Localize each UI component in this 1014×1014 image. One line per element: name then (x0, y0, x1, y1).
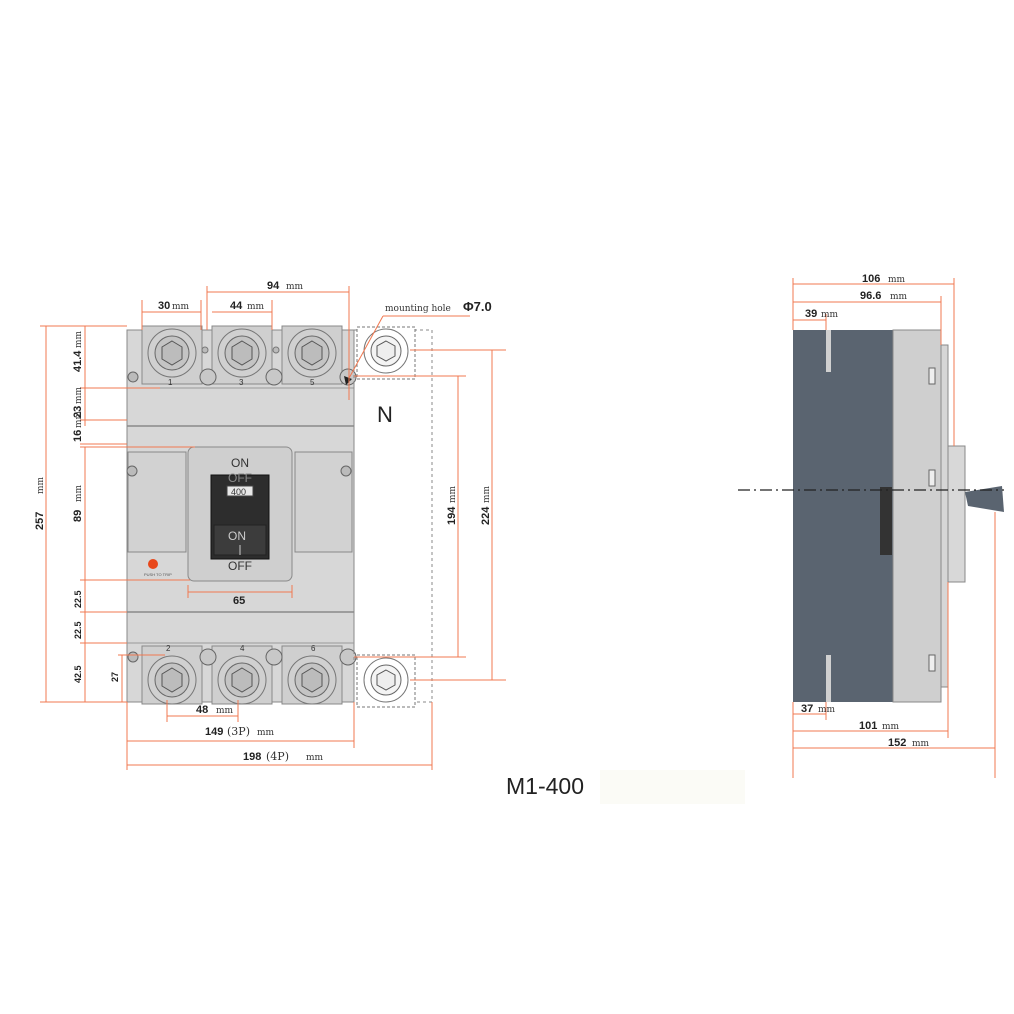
model-label: M1-400 (506, 773, 584, 799)
handle-off-label: OFF (228, 559, 252, 573)
terminal-3 (217, 328, 267, 378)
neutral-label: N (377, 402, 393, 427)
dim-44-unit: mm (247, 302, 265, 312)
push-to-trip-label: PUSH TO TRIP (144, 572, 172, 577)
side-view: 106 mm 96.6 mm 39 mm 37 mm 101 mm 152 mm (738, 273, 1004, 778)
terminal-label-1: 1 (168, 378, 173, 387)
dim-96-6-unit: mm (890, 292, 908, 302)
terminal-label-5: 5 (310, 378, 315, 387)
dim-194-unit: mm (448, 485, 458, 503)
terminal-label-2: 2 (166, 644, 171, 653)
dim-106: 106 (862, 273, 880, 285)
dim-22-5-b: 22.5 (73, 621, 83, 639)
dim-101: 101 (859, 720, 877, 732)
dim-152: 152 (888, 737, 906, 749)
dim-30: 30 (158, 300, 170, 312)
dim-44: 44 (230, 300, 243, 312)
dim-16: 16 (72, 430, 84, 442)
dim-149-unit: mm (257, 728, 275, 738)
dim-22-5-a: 22.5 (73, 590, 83, 608)
handle-on-top-label: ON (231, 456, 249, 470)
dim-257-unit: mm (36, 476, 46, 494)
side-body-dark (793, 330, 893, 702)
dim-48-unit: mm (216, 706, 234, 716)
dim-257: 257 (34, 512, 46, 530)
dim-96-6: 96.6 (860, 290, 881, 302)
dim-149: 149 (205, 726, 223, 738)
dim-23-unit: mm (74, 386, 84, 404)
dim-65: 65 (233, 595, 245, 607)
dim-149-note: (3P) (227, 725, 250, 738)
front-dimensions: 94 mm 30 mm 44 mm 257 mm 41.4 mm 23 mm 1… (34, 280, 492, 763)
dim-224: 224 (480, 506, 492, 525)
neutral-pole (353, 326, 433, 708)
mounting-hole-value: Φ7.0 (463, 299, 492, 314)
side-body-light (892, 329, 942, 703)
dim-152-unit: mm (912, 739, 930, 749)
push-to-trip-button (148, 559, 158, 569)
terminal-1 (147, 328, 197, 378)
terminal-5 (287, 328, 337, 378)
dim-41-4-unit: mm (74, 330, 84, 348)
dim-37-unit: mm (818, 705, 836, 715)
dim-101-unit: mm (882, 722, 900, 732)
handle-on-label: ON (228, 529, 246, 543)
dim-37: 37 (801, 703, 813, 715)
terminal-label-6: 6 (311, 644, 316, 653)
terminal-2 (147, 655, 197, 705)
dim-27: 27 (110, 672, 120, 682)
dim-198-note: (4P) (266, 750, 289, 763)
dim-41-4: 41.4 (72, 350, 84, 372)
dim-89: 89 (72, 510, 84, 522)
dim-94-unit: mm (286, 282, 304, 292)
dim-39-unit: mm (821, 310, 839, 320)
dim-48: 48 (196, 704, 208, 716)
dim-42-5: 42.5 (73, 665, 83, 683)
dim-224-unit: mm (482, 485, 492, 503)
terminal-label-4: 4 (240, 644, 245, 653)
terminal-4 (217, 655, 267, 705)
dim-198: 198 (243, 751, 261, 763)
mounting-hole-label: mounting hole (385, 304, 451, 314)
dim-94: 94 (267, 280, 280, 292)
side-handle (965, 486, 1004, 512)
dim-39: 39 (805, 308, 817, 320)
dim-89-unit: mm (74, 484, 84, 502)
dim-30-unit: mm (172, 302, 190, 312)
dim-198-unit: mm (306, 753, 324, 763)
dim-23: 23 (72, 406, 84, 418)
handle-off-ghost-label: OFF (228, 471, 252, 485)
dim-106-unit: mm (888, 275, 906, 285)
handle-rating-label: 400 (231, 487, 246, 497)
terminal-label-3: 3 (239, 378, 244, 387)
dim-194: 194 (446, 506, 458, 525)
dim-16-unit: mm (74, 410, 84, 428)
front-view: 1 3 5 ON OFF 400 ON OFF PUSH TO TRIP (40, 286, 506, 770)
terminal-6 (287, 655, 337, 705)
